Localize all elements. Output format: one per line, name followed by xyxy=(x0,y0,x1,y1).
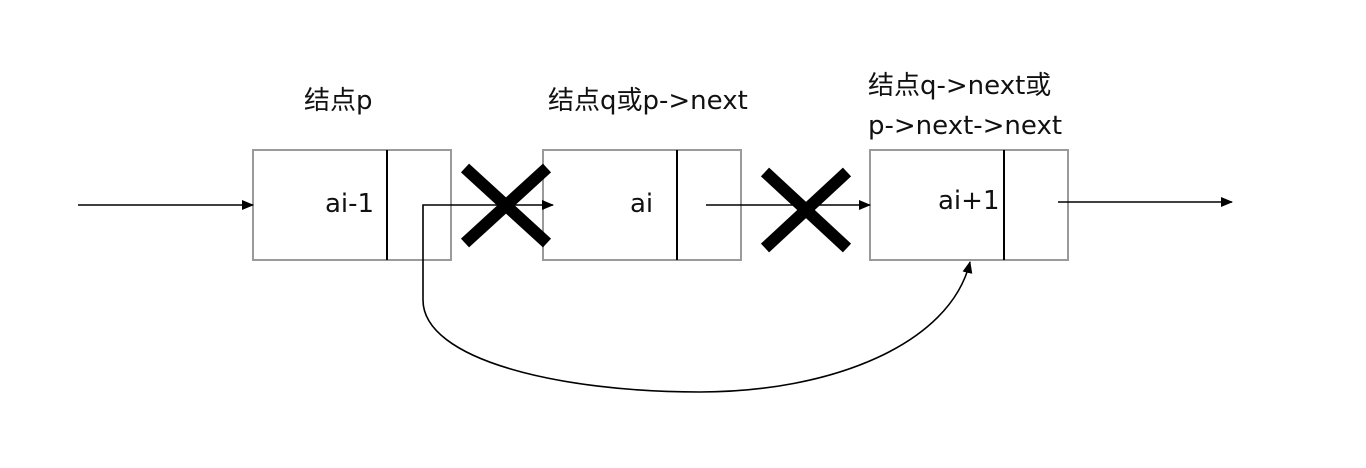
node-title-q: 结点q或p->next xyxy=(548,80,748,117)
node-box-p xyxy=(252,149,452,261)
node-value-p: ai-1 xyxy=(325,189,375,219)
node-value-q-next: ai+1 xyxy=(938,186,1000,216)
node-title-p: 结点p xyxy=(304,80,373,117)
node-title-q-next-line-1: 结点q->next或 xyxy=(868,71,1052,101)
node-value-q: ai xyxy=(630,189,654,219)
cross-mark-2 xyxy=(760,167,852,253)
node-title-q-line-1: 结点q或p->next xyxy=(548,86,748,116)
node-title-q-next: 结点q->next或 p->next->next xyxy=(868,66,1062,146)
cross-mark-1 xyxy=(460,163,552,248)
bypass-curve-arrow xyxy=(422,260,973,393)
node-title-q-next-line-2: p->next->next xyxy=(868,111,1063,141)
node-title-p-line-1: 结点p xyxy=(304,86,373,116)
